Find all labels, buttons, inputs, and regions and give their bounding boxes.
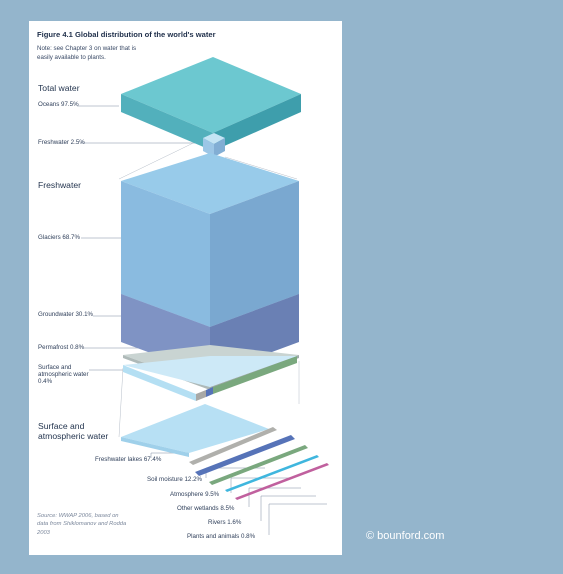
label-soil-moisture: Soil moisture 12.2% (147, 476, 203, 483)
zoom-guide (224, 156, 298, 180)
freshwater-lakes-block (121, 404, 269, 457)
leader-rivers (260, 495, 316, 521)
glaciers-right (210, 181, 299, 327)
figure-panel: Figure 4.1 Global distribution of the wo… (29, 21, 342, 555)
cube-left (203, 138, 214, 157)
cube-right (214, 138, 225, 157)
label-plants-animals: Plants and animals 0.8% (187, 533, 256, 540)
label-permafrost: Permafrost 0.8% (38, 344, 85, 351)
source-note: Source: WWAP 2006, based on data from Sh… (37, 513, 127, 536)
leader-lines (77, 105, 327, 535)
freshwater-small-cube (203, 133, 225, 157)
label-freshwater-lakes: Freshwater lakes 67.4% (95, 456, 162, 463)
glaciers-block (121, 153, 299, 327)
soil-moisture-strip (189, 427, 277, 465)
lakes-top (121, 404, 269, 453)
label-oceans: Oceans 97.5% (38, 101, 79, 108)
leader-wetlands (248, 487, 301, 507)
ocean-right (213, 94, 301, 151)
section-surface-atmospheric: Surface and atmospheric water (38, 421, 109, 441)
component-strips (189, 427, 329, 500)
label-surface-atmospheric: Surface and atmospheric water 0.4% (38, 364, 89, 386)
rivers-strip (225, 455, 319, 492)
label-groundwater: Groundwater 30.1% (38, 311, 94, 318)
label-rivers: Rivers 1.6% (208, 519, 242, 526)
water-distribution-diagram (77, 57, 329, 535)
figure-title: Figure 4.1 Global distribution of the wo… (37, 30, 216, 39)
surface-slab-atmosphere (206, 387, 213, 397)
atmosphere-strip (195, 435, 295, 476)
ocean-left (121, 94, 213, 151)
leader-plants-animals (268, 503, 327, 535)
label-other-wetlands: Other wetlands 8.5% (177, 505, 235, 512)
plants-animals-strip (235, 463, 329, 500)
cube-top (203, 133, 225, 144)
figure-note: Note: see Chapter 3 on water that is eas… (37, 45, 137, 61)
surface-slab-left (123, 365, 196, 401)
lakes-front (121, 437, 189, 457)
ocean-top (121, 57, 301, 133)
ocean-block (121, 57, 301, 151)
label-atmosphere: Atmosphere 9.5% (170, 491, 220, 498)
surface-slab-soil (196, 390, 206, 401)
surface-slab-top (123, 356, 297, 387)
surface-slab-wetlands (213, 356, 297, 394)
surface-atmospheric-block (123, 356, 297, 401)
glaciers-top (121, 153, 299, 214)
section-total-water: Total water (38, 83, 80, 93)
glaciers-left (121, 181, 210, 327)
zoom-guide (118, 367, 124, 438)
label-freshwater: Freshwater 2.5% (38, 139, 85, 146)
section-freshwater: Freshwater (38, 180, 81, 190)
label-glaciers: Glaciers 68.7% (38, 234, 80, 241)
copyright-text: © bounford.com (366, 530, 445, 542)
wetlands-strip (209, 445, 308, 485)
